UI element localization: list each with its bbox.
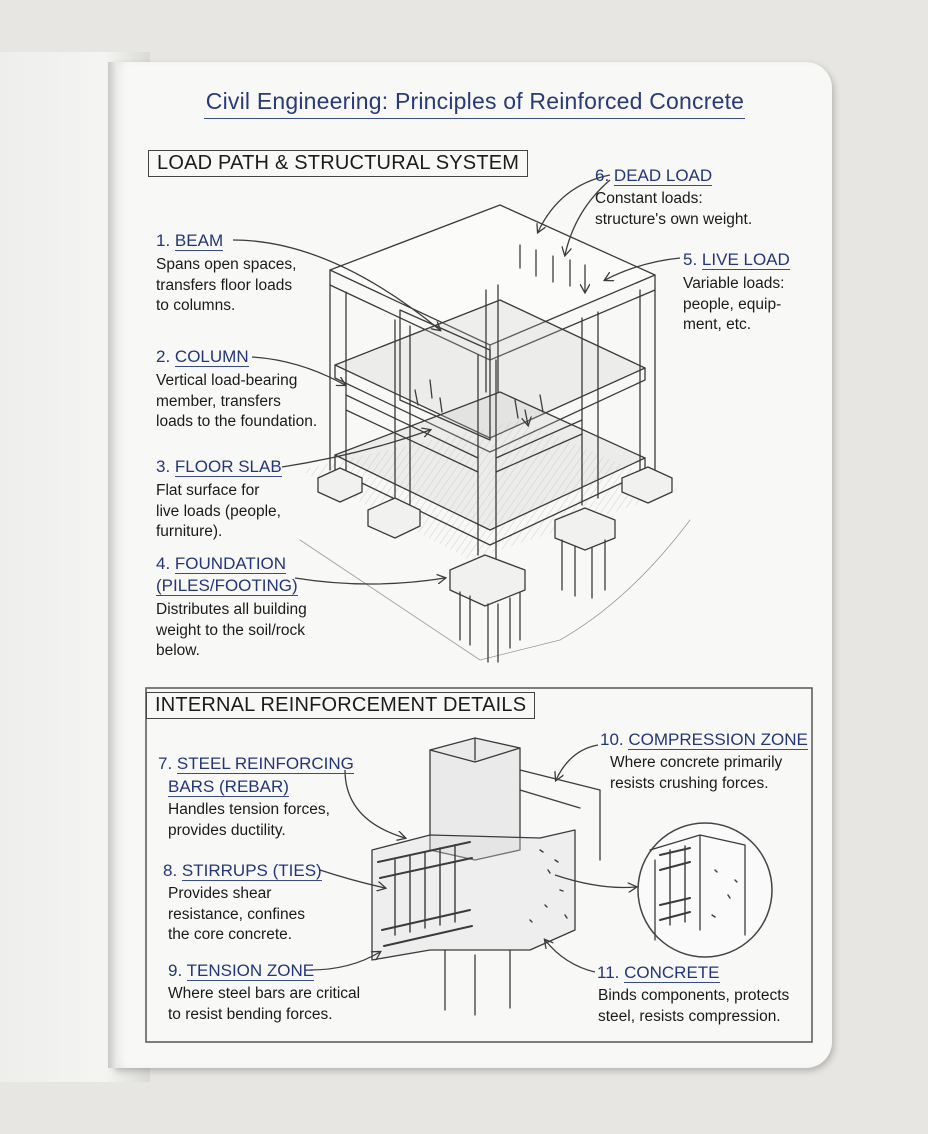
desc-beam: Spans open spaces, transfers floor loads… <box>156 256 297 314</box>
section-label-reinforcement: INTERNAL REINFORCEMENT DETAILS <box>146 692 536 719</box>
leader-arrows-top <box>232 174 681 585</box>
label-column: 2. COLUMN <box>156 347 249 367</box>
reinforcement-box <box>145 687 813 1043</box>
desc-compression-zone: Where concrete primarily resists crushin… <box>610 754 783 792</box>
label-beam: 1. BEAM <box>156 231 224 251</box>
desc-rebar: Handles tension forces, provides ductili… <box>168 801 330 839</box>
desc-tension-zone: Where steel bars are critical to resist … <box>168 985 361 1023</box>
page-title: Civil Engineering: Principles of Reinfor… <box>205 88 745 114</box>
title-underline <box>204 118 745 119</box>
desc-foundation: Distributes all building weight to the s… <box>156 601 307 659</box>
rebar-joint-sketch <box>371 737 773 1016</box>
building-frame <box>317 204 673 663</box>
page-binding <box>108 62 118 1068</box>
label-compression-zone: 10. COMPRESSION ZONE <box>600 730 808 750</box>
label-live-load: 5. LIVE LOAD <box>683 250 790 270</box>
section-label-load-path: LOAD PATH & STRUCTURAL SYSTEM <box>148 150 529 177</box>
label-foundation-sub: (PILES/FOOTING) <box>156 576 298 596</box>
desc-live-load: Variable loads: people, equip- ment, etc… <box>683 275 785 333</box>
desc-concrete: Binds components, protects steel, resist… <box>598 987 790 1025</box>
label-foundation: 4. FOUNDATION <box>156 554 287 574</box>
leader-arrows-bottom <box>309 744 636 973</box>
label-stirrups: 8. STIRRUPS (TIES) <box>163 861 322 881</box>
label-concrete: 11. CONCRETE <box>597 963 720 983</box>
label-dead-load: 6. DEAD LOAD <box>595 166 713 186</box>
ground-line <box>299 519 691 661</box>
label-tension-zone: 9. TENSION ZONE <box>168 961 315 981</box>
desc-column: Vertical load-bearing member, transfers … <box>156 372 318 430</box>
desc-stirrups: Provides shear resistance, confines the … <box>168 885 305 943</box>
label-rebar-sub: BARS (REBAR) <box>168 777 289 797</box>
desc-dead-load: Constant loads: structure's own weight. <box>595 190 753 228</box>
label-rebar: 7. STEEL REINFORCING <box>158 754 354 774</box>
label-floor-slab: 3. FLOOR SLAB <box>156 457 282 477</box>
desc-floor-slab: Flat surface for live loads (people, fur… <box>156 482 281 540</box>
